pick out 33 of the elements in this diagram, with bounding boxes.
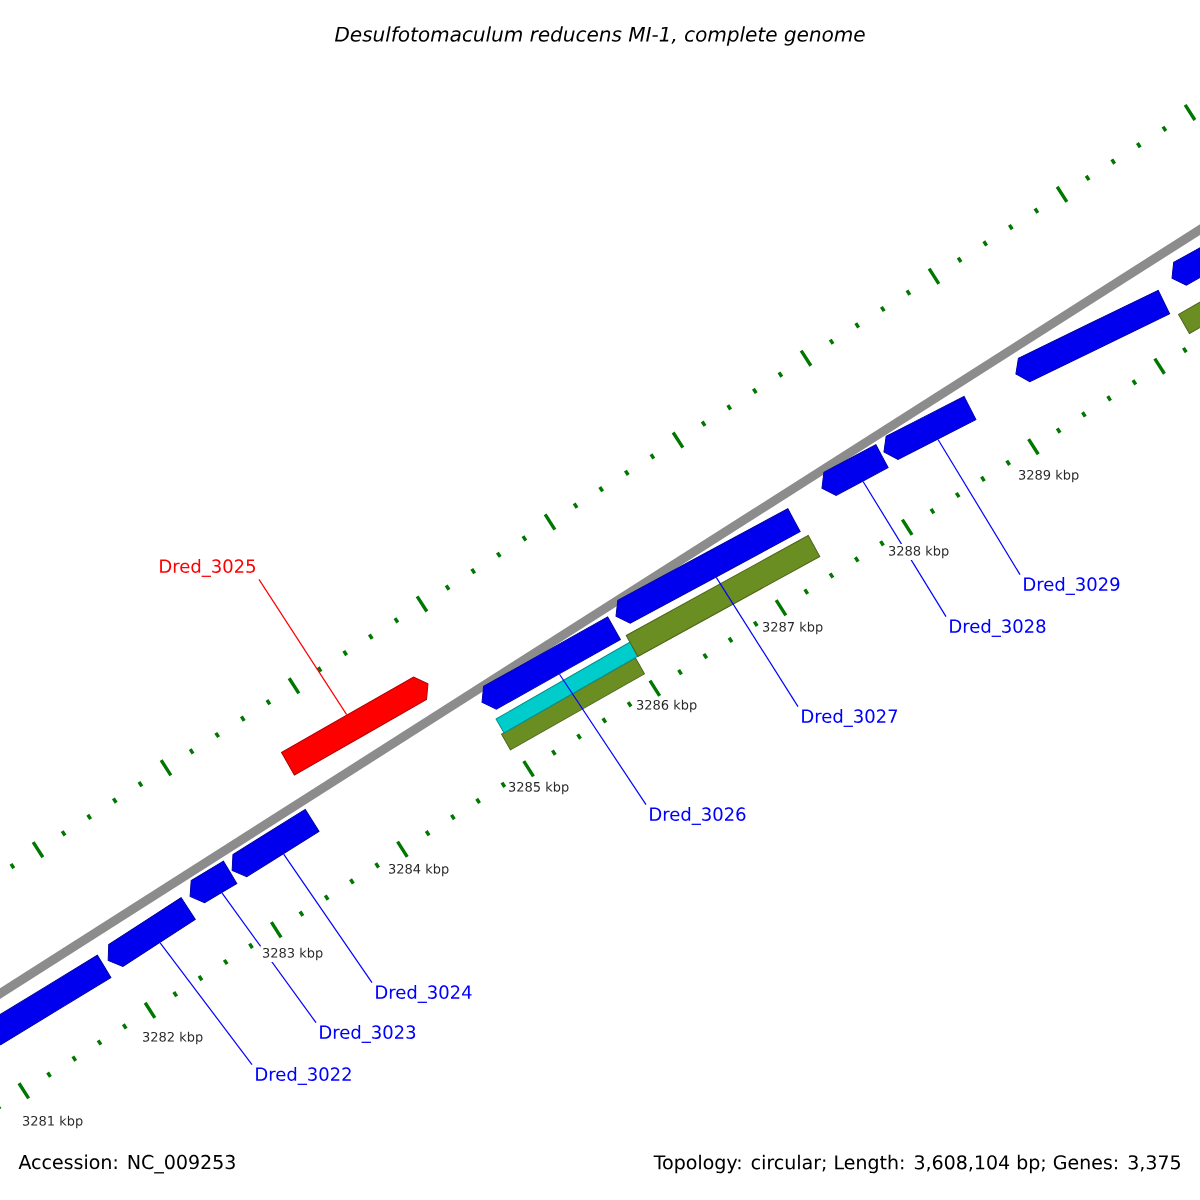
- gene-block: [281, 676, 429, 776]
- gene-label: Dred_3029: [1024, 577, 1120, 595]
- feature-bar: [625, 535, 821, 657]
- leader-line: [159, 942, 253, 1066]
- accession-text: Accession: NC_009253: [18, 1154, 235, 1174]
- leader-line: [221, 892, 317, 1024]
- gene-block: [821, 444, 889, 496]
- feature-bar: [495, 640, 641, 734]
- gene-label: Dred_3026: [650, 807, 746, 825]
- gene-label: Dred_3023: [320, 1025, 416, 1043]
- gene-label: Dred_3025: [160, 559, 255, 577]
- gene-block: [0, 954, 112, 1046]
- gene-block: [189, 860, 238, 904]
- leader-line: [715, 576, 799, 708]
- gene-label: Dred_3022: [256, 1067, 351, 1085]
- leader-line: [283, 853, 373, 984]
- gene-block: [615, 508, 801, 624]
- gene-block: [481, 616, 621, 710]
- gene-block: [231, 808, 320, 878]
- genome-info-text: Topology: circular; Length: 3,608,104 bp; Genes: 3,375: [653, 1154, 1180, 1174]
- title: Desulfotomaculum reducens MI-1, complete genome: [334, 26, 865, 46]
- gene-block: [1015, 289, 1171, 383]
- gene-label: Dred_3027: [802, 709, 898, 727]
- leader-line: [258, 578, 348, 716]
- leader-line: [937, 438, 1021, 576]
- leader-line: [558, 673, 647, 806]
- gene-label: Dred_3024: [376, 985, 472, 1003]
- gene-label: Dred_3028: [950, 619, 1046, 637]
- gene-block: [1171, 246, 1200, 286]
- leader-line: [862, 480, 947, 618]
- feature-bar: [1178, 297, 1200, 335]
- gene-block: [883, 396, 977, 460]
- gene-block: [107, 897, 196, 967]
